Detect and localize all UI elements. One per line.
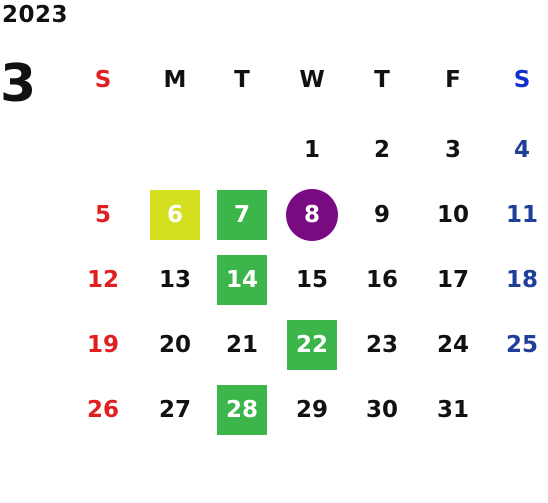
day-cell-20[interactable]: 20 [147,320,203,370]
day-cell-15[interactable]: 15 [284,255,340,305]
day-number: 2 [373,137,390,163]
day-number: 21 [225,332,258,358]
day-number: 31 [436,397,469,423]
day-cell-28[interactable]: 28 [214,385,270,435]
weekday-label-tue: T [234,67,250,93]
day-cell-16[interactable]: 16 [354,255,410,305]
green-square-marker [217,255,267,305]
day-number: 13 [158,267,191,293]
green-square-marker [287,320,337,370]
day-cell-1[interactable]: 1 [284,125,340,175]
yellow-square-marker [150,190,200,240]
day-cell-26[interactable]: 26 [75,385,131,435]
day-cell-3[interactable]: 3 [425,125,481,175]
green-square-marker [217,190,267,240]
day-cell-10[interactable]: 10 [425,190,481,240]
day-number: 1 [303,137,320,163]
weekday-label-thu: T [374,67,390,93]
day-cell-27[interactable]: 27 [147,385,203,435]
weekday-label-mon: M [163,67,187,93]
day-cell-6[interactable]: 6 [147,190,203,240]
day-number: 10 [436,202,469,228]
day-number: 16 [365,267,398,293]
day-cell-19[interactable]: 19 [75,320,131,370]
day-number: 28 [225,397,258,423]
day-cell-25[interactable]: 25 [494,320,548,370]
today-circle-marker [286,189,338,241]
day-cell-9[interactable]: 9 [354,190,410,240]
day-number: 8 [303,202,320,228]
day-number: 3 [444,137,461,163]
day-number: 17 [436,267,469,293]
day-cell-30[interactable]: 30 [354,385,410,435]
day-number: 23 [365,332,398,358]
day-cell-2[interactable]: 2 [354,125,410,175]
day-number: 24 [436,332,469,358]
day-cell-18[interactable]: 18 [494,255,548,305]
day-cell-29[interactable]: 29 [284,385,340,435]
day-number: 20 [158,332,191,358]
calendar-year: 2023 [2,2,69,28]
day-cell-23[interactable]: 23 [354,320,410,370]
day-number: 22 [295,332,328,358]
weekday-label-sun: S [94,67,112,93]
day-number: 4 [513,137,530,163]
calendar-month: 3 [0,54,37,114]
day-number: 5 [94,202,111,228]
day-cell-24[interactable]: 24 [425,320,481,370]
day-number: 19 [86,332,119,358]
day-number: 29 [295,397,328,423]
day-cell-5[interactable]: 5 [75,190,131,240]
day-number: 26 [86,397,119,423]
day-cell-17[interactable]: 17 [425,255,481,305]
day-number: 30 [365,397,398,423]
day-cell-11[interactable]: 11 [494,190,548,240]
day-cell-12[interactable]: 12 [75,255,131,305]
weekday-label-wed: W [299,67,325,93]
green-square-marker [217,385,267,435]
day-number: 12 [86,267,119,293]
day-number: 25 [505,332,538,358]
day-cell-21[interactable]: 21 [214,320,270,370]
day-number: 14 [225,267,258,293]
day-number: 15 [295,267,328,293]
day-number: 7 [233,202,250,228]
day-cell-13[interactable]: 13 [147,255,203,305]
day-number: 6 [166,202,183,228]
weekday-label-sat: S [513,67,531,93]
weekday-label-fri: F [445,67,461,93]
day-number: 27 [158,397,191,423]
day-number: 11 [505,202,538,228]
day-number: 18 [505,267,538,293]
day-number: 9 [373,202,390,228]
day-cell-14[interactable]: 14 [214,255,270,305]
day-cell-8[interactable]: 8 [284,189,340,241]
day-cell-7[interactable]: 7 [214,190,270,240]
day-cell-31[interactable]: 31 [425,385,481,435]
day-cell-22[interactable]: 22 [284,320,340,370]
day-cell-4[interactable]: 4 [494,125,548,175]
